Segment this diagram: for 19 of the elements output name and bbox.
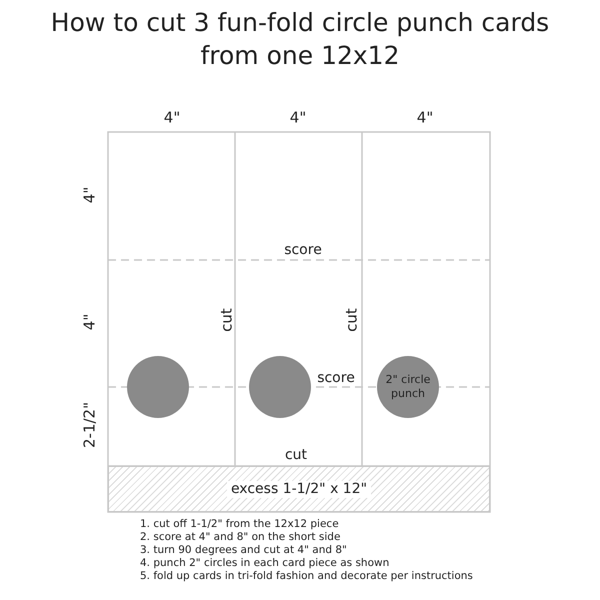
circle-label: 2" circle punch	[384, 373, 432, 401]
instruction-step: 5. fold up cards in tri-fold fashion and decorate per instructions	[140, 570, 473, 582]
dimension-label: 4"	[81, 186, 99, 204]
instruction-step: 4. punch 2" circles in each card piece as shown	[140, 557, 390, 570]
excess-strip	[108, 466, 490, 512]
cut-label: cut	[284, 446, 308, 464]
dimension-label: 4"	[290, 109, 306, 127]
dimension-label: 4"	[416, 109, 434, 127]
dimension-label: 4"	[81, 314, 99, 330]
dimension-label: 4"	[164, 109, 180, 127]
cut-label: cut	[343, 308, 361, 332]
title: How to cut 3 fun-fold circle punch cards from one 12x12	[50, 7, 550, 72]
score-label: score	[317, 370, 355, 386]
instruction-step: 2. score at 4" and 8" on the short side	[140, 531, 340, 544]
dimension-label: 2-1/2"	[81, 402, 99, 448]
cut-label: cut	[218, 308, 236, 332]
score-label: score	[284, 242, 322, 258]
instruction-step: 3. turn 90 degrees and cut at 4" and 8"	[140, 544, 347, 556]
strip-label: excess 1-1/2" x 12"	[226, 480, 372, 498]
